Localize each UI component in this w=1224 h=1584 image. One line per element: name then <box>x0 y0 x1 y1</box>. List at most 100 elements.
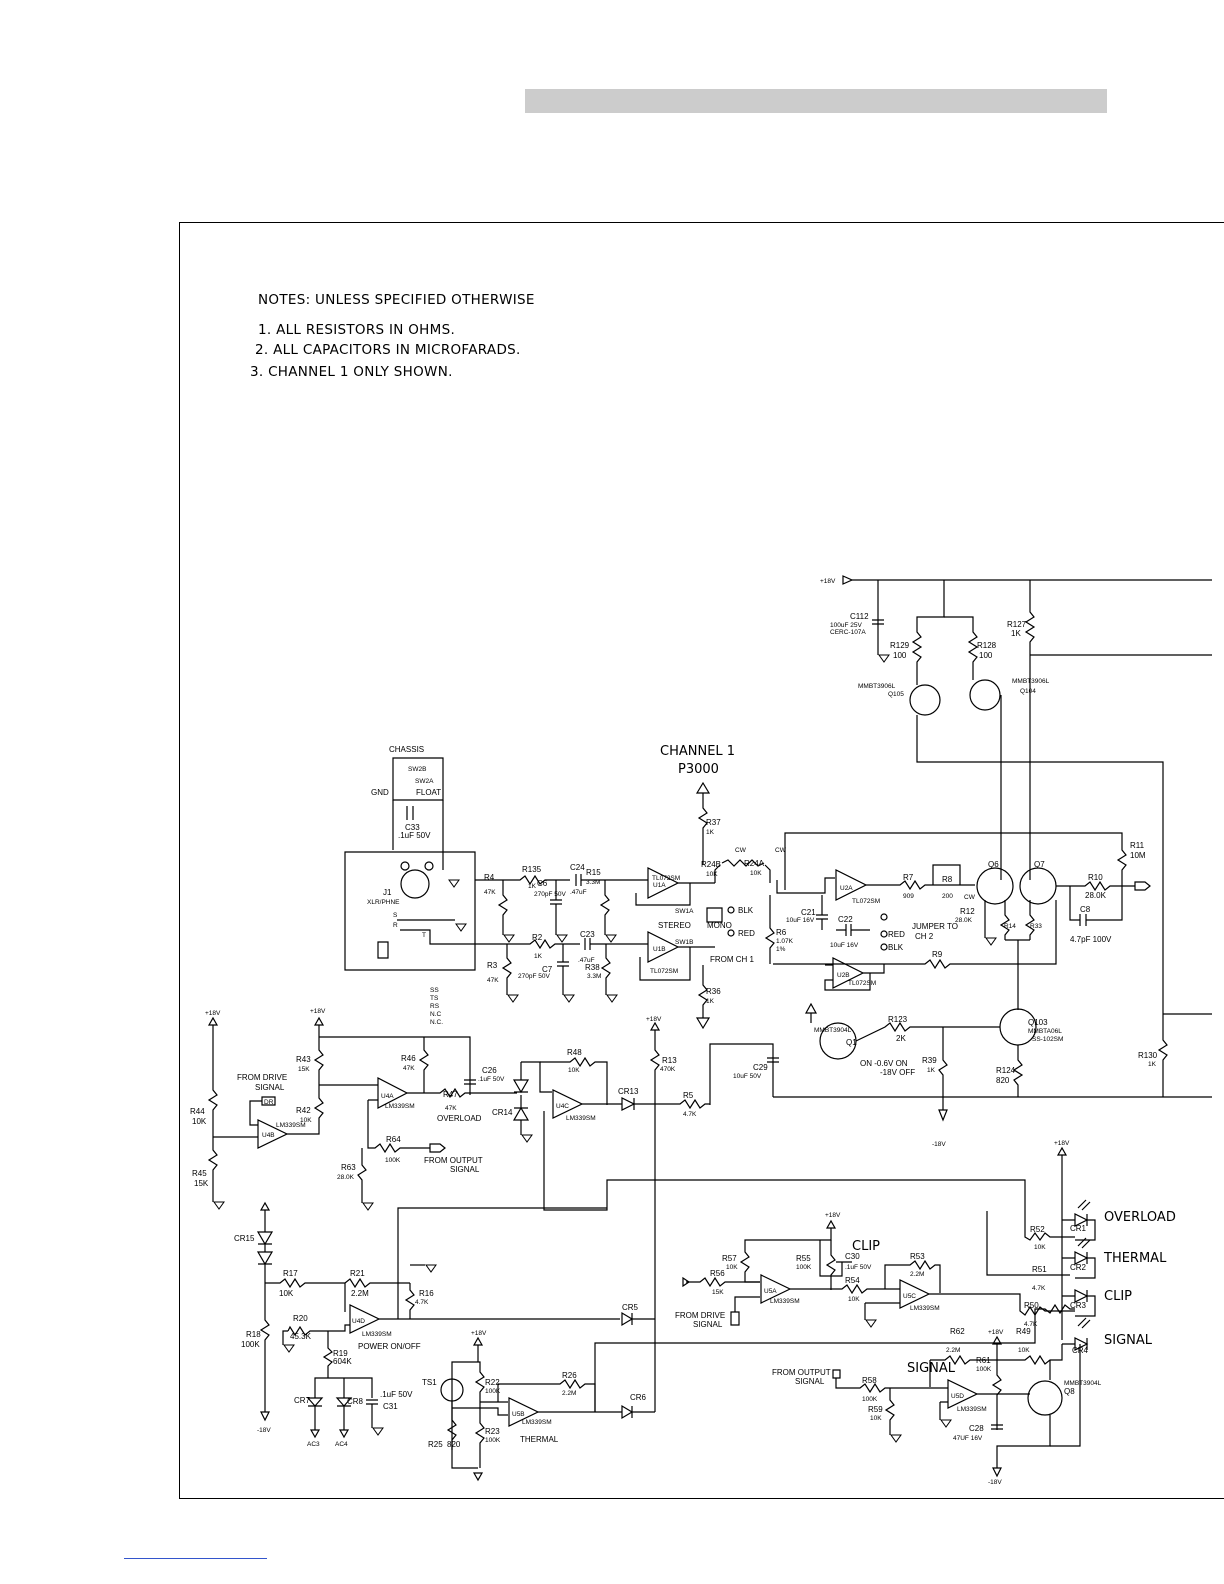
opamp-type: LM339SM <box>385 1103 415 1110</box>
r44-label: R44 <box>190 1107 205 1116</box>
r2-label: R2 <box>532 933 543 942</box>
c112-value: 100uF 25V <box>830 622 862 629</box>
r18-label: R18 <box>246 1330 261 1339</box>
opamp-type: LM339SM <box>522 1419 552 1426</box>
cw-label: CW <box>775 847 787 854</box>
r38-value: 3.3M <box>587 973 601 980</box>
c28-value: 47UF 16V <box>953 1435 983 1442</box>
signal-indicator-label: SIGNAL <box>1104 1333 1153 1348</box>
u4a-label: U4A <box>381 1093 394 1100</box>
r124-label: R124 <box>996 1066 1016 1075</box>
r50-label: R50 <box>1024 1301 1039 1310</box>
c8-value: 4.7pF 100V <box>1070 935 1112 944</box>
r62-value: 2.2M <box>946 1347 960 1354</box>
sw2a-label: SW2A <box>415 778 434 785</box>
cr2-label: CR2 <box>1070 1263 1087 1272</box>
rail-label: +18V <box>310 1008 326 1015</box>
r18-value: 100K <box>241 1340 260 1349</box>
r25-label: R25 <box>428 1440 443 1449</box>
r45-label: R45 <box>192 1169 207 1178</box>
cw-label: CW <box>735 847 747 854</box>
input-section: CHASSIS SW2B SW2A FLOAT GND C33 .1uF 50V… <box>344 745 640 1026</box>
drawing-frame <box>179 222 1224 1499</box>
r129-label: R129 <box>890 641 910 650</box>
from-ch1-label: FROM CH 1 <box>710 955 755 964</box>
from-output-label2: SIGNAL <box>450 1165 480 1174</box>
opamp-type: LM339SM <box>566 1115 596 1122</box>
r130-label: R130 <box>1138 1051 1158 1060</box>
cr7-label: CR7 <box>294 1396 311 1405</box>
cw-label: CW <box>964 894 976 901</box>
q6-label: Q6 <box>988 860 999 869</box>
r63-value: 28.0K <box>337 1174 355 1181</box>
r19-value: 604K <box>333 1357 352 1366</box>
r37-value: 1K <box>706 829 715 836</box>
r127-label: R127 <box>1007 620 1027 629</box>
r44-value: 10K <box>192 1117 207 1126</box>
sw2b-label: SW2B <box>408 766 426 773</box>
r25-value: 820 <box>447 1440 461 1449</box>
from-drive-label2: SIGNAL <box>693 1320 723 1329</box>
rail-label: +18V <box>825 1212 841 1219</box>
r63-label: R63 <box>341 1163 356 1172</box>
power-stage: +18V C112 100uF 25V CERC-107A R129 100 R… <box>709 575 1212 1148</box>
footer-link-underline[interactable] <box>124 1558 267 1559</box>
rail-label: +18V <box>646 1016 662 1023</box>
u4d-label: U4D <box>352 1318 365 1325</box>
cr15-label: CR15 <box>234 1234 255 1243</box>
opamp-type: TL072SM <box>652 875 680 882</box>
r129-value: 100 <box>893 651 907 660</box>
r23-label: R23 <box>485 1427 500 1436</box>
opamp-type: TL072SM <box>852 898 880 905</box>
jack-r: R <box>393 922 398 929</box>
on-note: ON -0.6V ON <box>860 1059 908 1068</box>
q104-type: MMBT3906L <box>1012 678 1050 685</box>
u2b-label: U2B <box>837 972 850 979</box>
thermal-indicator-label: THERMAL <box>1103 1251 1167 1266</box>
jumper-label: JUMPER TO <box>912 922 958 931</box>
opamp-type: LM339SM <box>362 1331 392 1338</box>
r51-label: R51 <box>1032 1265 1047 1274</box>
r48-value: 10K <box>568 1067 580 1074</box>
r19-label: R19 <box>333 1349 348 1358</box>
jack-t: T <box>422 932 426 939</box>
opamp-type: LM339SM <box>957 1406 987 1413</box>
u5b-label: U5B <box>512 1411 525 1418</box>
power-thermal-section: CR15 R18 100K -18V R17 10K R21 2.2M U4D … <box>234 1201 1075 1482</box>
u4b-label: U4B <box>262 1132 275 1139</box>
u5d-label: U5D <box>951 1393 964 1400</box>
r55-value: 100K <box>796 1264 812 1271</box>
u5a-label: U5A <box>764 1288 777 1295</box>
c30-value: .1uF 50V <box>845 1264 872 1271</box>
r127-value: 1K <box>1011 629 1021 638</box>
cr1-label: CR1 <box>1070 1224 1087 1233</box>
r59-value: 10K <box>870 1415 882 1422</box>
note-item: 1. ALL RESISTORS IN OHMS. <box>258 322 456 338</box>
cr8-label: CR8 <box>347 1397 364 1406</box>
r135-value: 1K <box>528 883 537 890</box>
r8-value: 200 <box>942 893 953 900</box>
r53-value: 2.2M <box>910 1271 924 1278</box>
r13-value: 470K <box>660 1066 676 1073</box>
switch-pos: RS <box>430 1003 440 1010</box>
from-drive-label: FROM DRIVE <box>237 1073 287 1082</box>
c30-label: C30 <box>845 1252 860 1261</box>
r57-value: 10K <box>726 1264 738 1271</box>
c112-label: C112 <box>850 612 869 621</box>
c22-label: C22 <box>838 915 853 924</box>
c7-label: C7 <box>542 965 553 974</box>
c22-value: 10uF 16V <box>830 942 859 949</box>
r59-label: R59 <box>868 1405 883 1414</box>
q105-type: MMBT3906L <box>858 683 896 690</box>
r39-value: 1K <box>927 1067 936 1074</box>
r11-value: 10M <box>1130 851 1146 860</box>
title-model: P3000 <box>678 762 719 777</box>
q103-type2: SS-102SM <box>1032 1036 1063 1043</box>
blk-label: BLK <box>888 943 904 952</box>
c8-label: C8 <box>1080 905 1091 914</box>
r3-label: R3 <box>487 961 498 970</box>
r135-label: R135 <box>522 865 542 874</box>
rail-label: +18V <box>205 1010 221 1017</box>
r15-value: 3.3M <box>586 879 600 886</box>
r123-value: 2K <box>896 1034 906 1043</box>
